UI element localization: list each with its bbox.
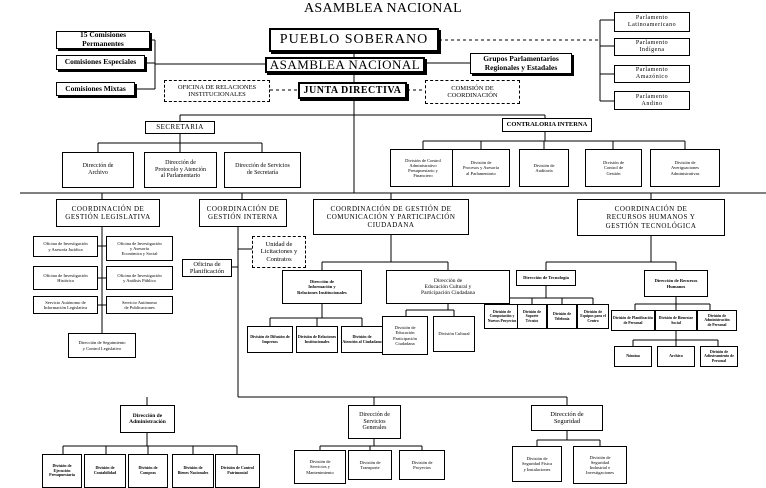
node-coord-comunicacion: COORDINACIÓN DE GESTIÓN DE COMUNICACIÓN … — [313, 199, 469, 235]
node-comisiones-permanentes: 15 Comisiones Permanentes — [56, 31, 150, 49]
node-direccion-protocolo: Dirección de Protocolo y Atención al Par… — [144, 152, 217, 188]
node-coord-rrhh: COORDINACIÓN DE RECURSOS HUMANOS Y GESTI… — [577, 199, 725, 236]
node-dir-educacion-cultural: Dirección de Educación Cultural y Partic… — [386, 270, 510, 304]
node-div-servicios-mantenimiento: División de Servicios y Mantenimiento — [294, 450, 346, 484]
node-serv-informacion-legislativa: Servicio Autónomo de Información Legisla… — [33, 296, 98, 314]
node-dir-informacion: Dirección de Información y Relaciones In… — [282, 270, 362, 304]
node-direccion-servicios-secretaria: Dirección de Servicios de Secretaría — [224, 152, 301, 188]
node-div-computacion: División de Computación y Nuevos Proyect… — [484, 304, 520, 329]
node-dir-servicios-generales: Dirección de Servicios Generales — [348, 405, 401, 439]
node-div-nomina: Nómina — [614, 346, 652, 367]
node-div-educacion: División de Educación Participación Ciud… — [382, 316, 428, 355]
node-div-soporte-tecnico: División de Soporte Técnico — [517, 304, 547, 329]
node-div-atencion: División de Atención al Ciudadano — [341, 326, 383, 353]
node-div-averiguaciones: División de Averiguaciones Administrativ… — [650, 149, 720, 187]
node-of-inv-juridica: Oficina de Investigación y Asesoría Jurí… — [33, 236, 98, 257]
node-div-archivo-personal: Archivo — [657, 346, 695, 367]
node-div-transporte: División de Transporte — [348, 450, 392, 480]
node-parlamento-indigena: Parlamento Indígena — [614, 38, 690, 56]
node-secretaria: SECRETARIA — [145, 121, 215, 134]
node-div-bienes-nacionales: División de Bienes Nacionales — [172, 454, 214, 488]
node-div-ejecucion-presupuestaria: División de Ejecución Presupuestaria — [42, 454, 82, 488]
node-of-inv-publica: Oficina de Investigación y Análisis Públ… — [106, 266, 173, 290]
node-comisiones-especiales: Comisiones Especiales — [56, 55, 145, 70]
node-oficina-relaciones: OFICINA DE RELACIONES INSTITUCIONALES — [164, 80, 270, 102]
dashed-connectors — [270, 39, 600, 91]
page-title: ASAMBLEA NACIONAL — [304, 1, 462, 16]
node-div-proyectos: División de Proyectos — [399, 450, 445, 480]
node-div-difusion: División de Difusión de Impresos — [247, 326, 293, 353]
node-div-contabilidad: División de Contabilidad — [84, 454, 126, 488]
node-comisiones-mixtas: Comisiones Mixtas — [56, 82, 135, 96]
node-direccion-archivo: Dirección de Archivo — [62, 152, 134, 188]
node-junta-directiva: JUNTA DIRECTIVA — [298, 82, 407, 99]
node-div-cultural: División Cultural — [433, 316, 475, 352]
node-asamblea-nacional: ASAMBLEA NACIONAL — [265, 57, 425, 73]
node-dir-rrhh: Dirección de Recursos Humanos — [644, 270, 708, 297]
node-div-control-patrimonial: División de Control Patrimonial — [215, 454, 260, 488]
node-coord-gestion-legislativa: COORDINACIÓN DE GESTIÓN LEGISLATIVA — [56, 199, 160, 227]
node-comision-coordinacion: COMISIÓN DE COORDINACIÓN — [425, 80, 520, 104]
node-dir-seguridad: Dirección de Seguridad — [531, 405, 603, 431]
node-of-inv-historica: Oficina de Investigación Histórica — [33, 266, 98, 290]
node-div-control-gestion: División de Control de Gestión — [585, 149, 642, 187]
node-div-seguridad-fisica: División de Seguridad Física y Instalaci… — [512, 446, 562, 482]
node-div-seguridad-industrial: División de Seguridad Industrial e Inves… — [573, 446, 627, 484]
node-contraloria-interna: CONTRALORIA INTERNA — [502, 118, 592, 132]
node-parlamento-andino: Parlamento Andino — [614, 91, 690, 110]
node-div-bienestar-social: División de Bienestar Social — [655, 310, 697, 331]
node-div-control-administrativo: División de Control Administrativo Presu… — [390, 149, 456, 187]
node-dir-administracion: Dirección de Administración — [120, 405, 175, 433]
node-parlamento-amazonico: Parlamento Amazónico — [614, 65, 690, 83]
node-div-adiestramiento: División de Adiestramiento de Personal — [700, 346, 738, 367]
node-of-inv-economica: Oficina de Investigación y Asesoría Econ… — [106, 236, 173, 261]
node-div-auditoria: División de Auditoría — [519, 149, 569, 187]
node-div-compras: División de Compras — [128, 454, 168, 488]
node-div-administracion-personal: División de Administración de Personal — [697, 310, 737, 331]
node-div-planificacion-personal: División de Planificación de Personal — [611, 310, 655, 331]
node-dir-tecnologia: Dirección de Tecnología — [516, 270, 576, 286]
node-parlamento-latinoamericano: Parlamento Latinoamericano — [614, 12, 690, 32]
node-coord-gestion-interna: COORDINACIÓN DE GESTIÓN INTERNA — [199, 199, 287, 227]
node-div-telefonia: División de Telefonía — [547, 304, 577, 329]
node-dir-seguimiento: Dirección de Seguimiento y Control Legis… — [68, 333, 136, 358]
solid-connectors — [20, 19, 766, 454]
node-serv-publicaciones: Servicio Autónomo de Publicaciones — [106, 296, 173, 314]
node-unidad-licitaciones: Unidad de Licitaciones y Contratos — [252, 236, 306, 268]
node-div-relaciones: División de Relaciones Institucionales — [296, 326, 338, 353]
node-div-equipos: División de Equipos para el Centro — [577, 304, 609, 329]
node-div-procesos-asesoria: División de Procesos y Asesoría al Parla… — [452, 149, 510, 187]
node-pueblo-soberano: PUEBLO SOBERANO — [269, 28, 439, 52]
node-grupos-parlamentarios: Grupos Parlamentarios Regionales y Estad… — [470, 53, 572, 74]
node-oficina-planificacion: Oficina de Planificación — [182, 259, 232, 277]
